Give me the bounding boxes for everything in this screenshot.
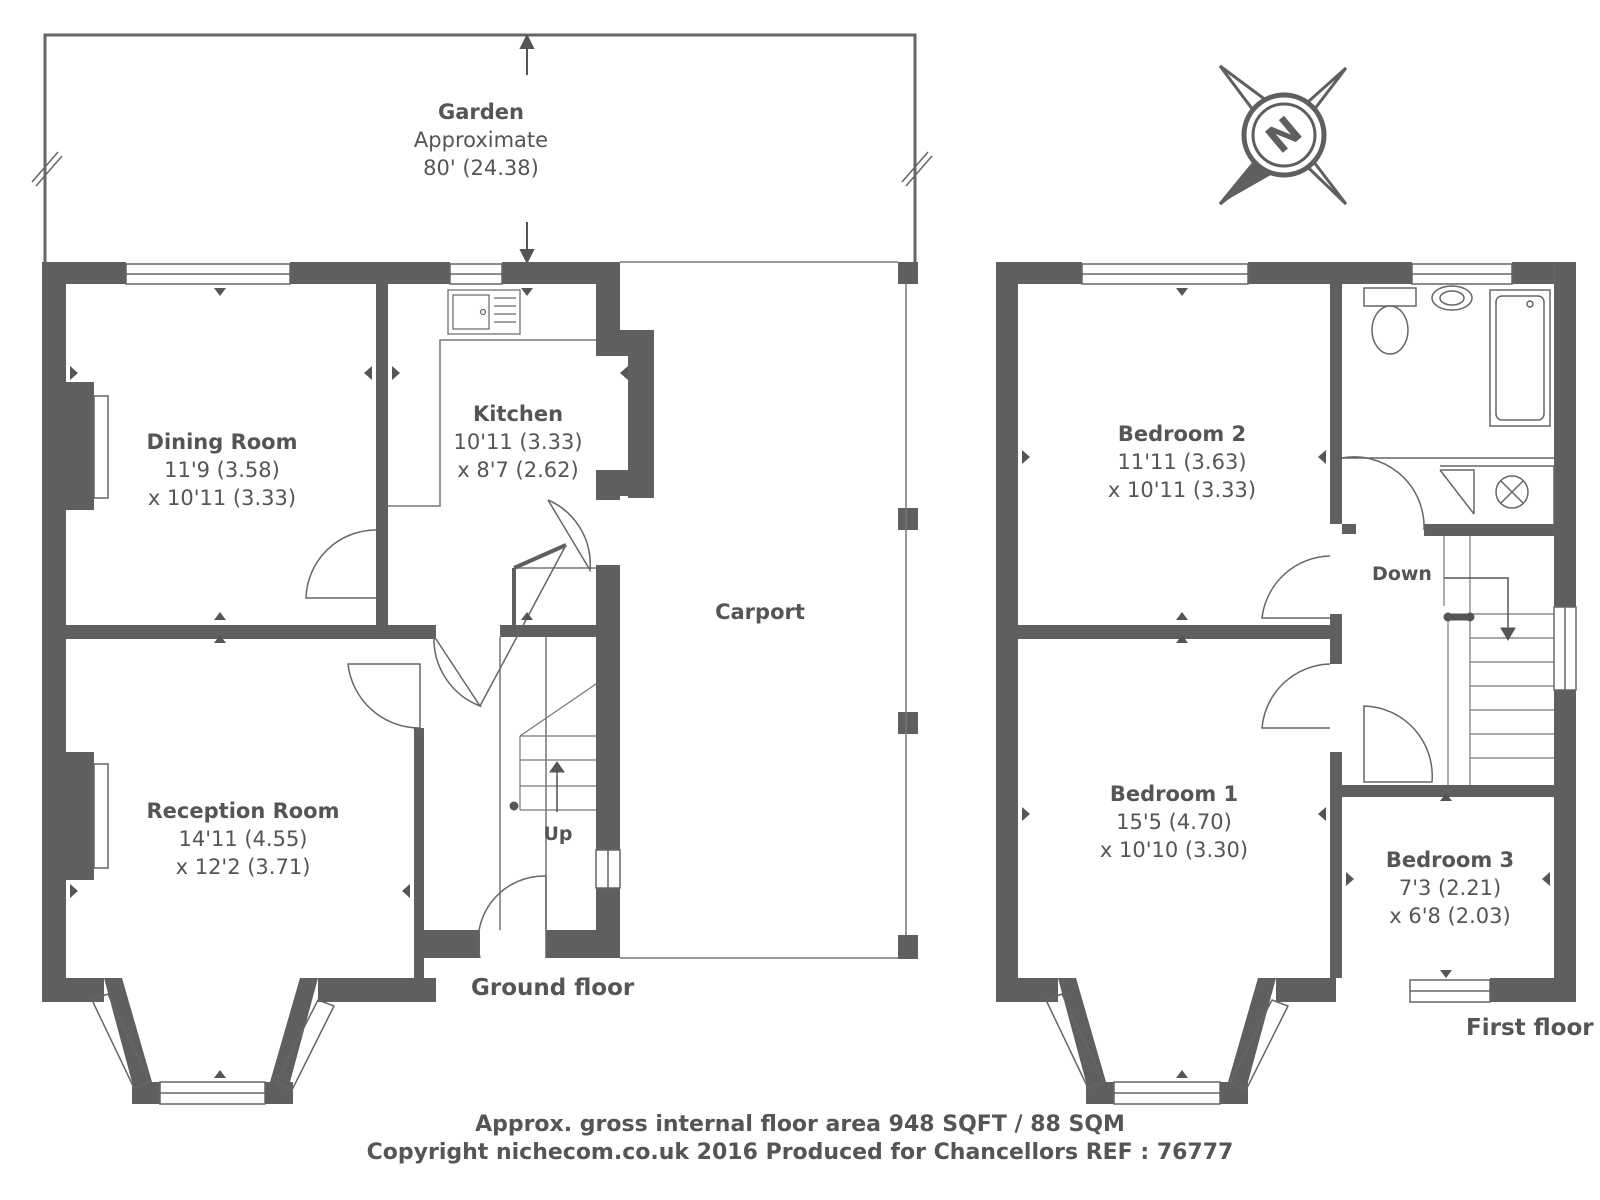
bedroom-2-name: Bedroom 2 [1117, 422, 1247, 446]
bedroom-3-dim2: x 6'8 (2.03) [1389, 904, 1511, 928]
first-floor-walls [996, 262, 1576, 1104]
first-floor-windows [1044, 263, 1577, 1105]
reception-room-dim2: x 12'2 (3.71) [175, 855, 311, 879]
garden-outline [43, 33, 917, 262]
reception-room-label: Reception Room 14'11 (4.55) x 12'2 (3.71… [147, 797, 340, 881]
garden-name: Garden [438, 100, 524, 124]
dining-room-dim1: 11'9 (3.58) [164, 458, 280, 482]
reception-room-name: Reception Room [146, 799, 340, 823]
stairs-up-label: Up [543, 823, 573, 845]
dining-room-dim2: x 10'11 (3.33) [147, 486, 297, 510]
garden-line2: 80' (24.38) [423, 156, 539, 180]
compass-icon: N [1218, 64, 1348, 206]
garden-line1: Approximate [413, 128, 549, 152]
up-arrow [509, 761, 565, 812]
kitchen-dim1: 10'11 (3.33) [453, 430, 583, 454]
floor-area-note: Approx. gross internal floor area 948 SQ… [475, 1112, 1125, 1137]
garden-break-marks [31, 151, 933, 187]
ground-stairs [519, 683, 597, 811]
kitchen-sink [447, 289, 521, 335]
kitchen-label: Kitchen 10'11 (3.33) x 8'7 (2.62) [453, 400, 582, 484]
carport-name: Carport [715, 600, 805, 624]
down-arrow [1443, 577, 1516, 641]
bedroom-1-name: Bedroom 1 [1109, 782, 1239, 806]
ground-dimension-markers [70, 288, 628, 1078]
dining-room-name: Dining Room [146, 430, 298, 454]
kitchen-name: Kitchen [472, 402, 564, 426]
dining-room-label: Dining Room 11'9 (3.58) x 10'11 (3.33) [147, 428, 298, 512]
ground-floor-windows [90, 263, 621, 1105]
bathroom-fixtures [1342, 262, 1555, 530]
bedroom-1-label: Bedroom 1 15'5 (4.70) x 10'10 (3.30) [1100, 780, 1248, 864]
bedroom-1-dim2: x 10'10 (3.30) [1099, 838, 1249, 862]
bedroom-3-name: Bedroom 3 [1385, 848, 1515, 872]
stairs-down-label: Down [1372, 563, 1432, 585]
ground-floor-doors [305, 499, 591, 959]
copyright-note: Copyright nichecom.co.uk 2016 Produced f… [366, 1140, 1234, 1165]
bedroom-2-dim1: 11'11 (3.63) [1117, 450, 1247, 474]
garden-label: Garden Approximate 80' (24.38) [414, 98, 548, 182]
bedroom-3-label: Bedroom 3 7'3 (2.21) x 6'8 (2.03) [1386, 846, 1514, 930]
bedroom-1-dim1: 15'5 (4.70) [1116, 810, 1232, 834]
kitchen-dim2: x 8'7 (2.62) [457, 458, 579, 482]
ground-floor-label: Ground floor [471, 975, 635, 1001]
bedroom-2-dim2: x 10'11 (3.33) [1107, 478, 1257, 502]
kitchen-cupboard [512, 543, 567, 628]
first-floor-stairs [1443, 536, 1554, 785]
first-floor-doors [1261, 456, 1434, 783]
bedroom-3-dim1: 7'3 (2.21) [1398, 876, 1502, 900]
reception-room-dim1: 14'11 (4.55) [178, 827, 308, 851]
first-dimension-markers [1022, 288, 1550, 1078]
bedroom-2-label: Bedroom 2 11'11 (3.63) x 10'11 (3.33) [1108, 420, 1256, 504]
first-floor-label: First floor [1466, 1015, 1594, 1041]
garden-dimension-arrows [519, 33, 535, 265]
carport-label: Carport [715, 598, 805, 626]
